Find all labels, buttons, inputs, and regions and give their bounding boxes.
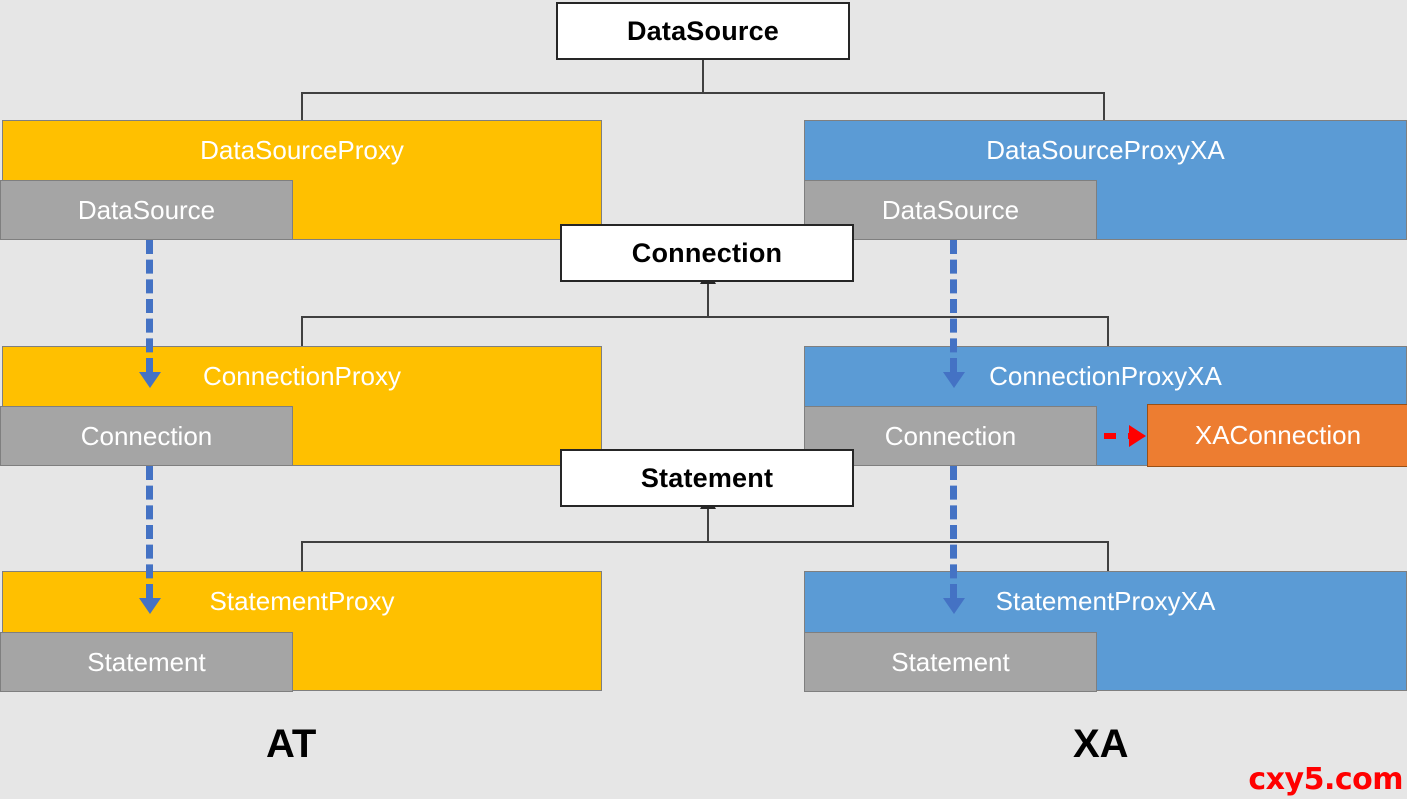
- inheritance-bar-connection: [301, 316, 1109, 318]
- dependency-arrow-head-at-connection: [139, 372, 161, 388]
- inheritance-drop-connection-at: [301, 316, 303, 346]
- member-box-statement-proxy-xa-statement: Statement: [804, 632, 1097, 692]
- group-label-xa: XA: [1073, 722, 1129, 766]
- class-title-statement-proxy: StatementProxy: [209, 585, 395, 616]
- delegate-arrow-line-xa-connection: [1104, 433, 1140, 439]
- dependency-arrow-line-xa-datasource-to-connection: [950, 240, 957, 372]
- inheritance-drop-statement-xa: [1107, 541, 1109, 571]
- dependency-arrow-line-at-datasource-to-connection: [146, 240, 153, 372]
- class-title-connection-proxy-xa: ConnectionProxyXA: [989, 360, 1222, 391]
- inheritance-bar-statement: [301, 541, 1109, 543]
- inheritance-drop-datasource-at: [301, 92, 303, 120]
- delegate-arrow-head-xa-connection: [1129, 425, 1146, 447]
- interface-box-statement[interactable]: Statement: [560, 449, 854, 507]
- class-title-connection-proxy: ConnectionProxy: [203, 360, 401, 391]
- inheritance-drop-statement-at: [301, 541, 303, 571]
- class-box-xa-connection[interactable]: XAConnection: [1147, 404, 1407, 467]
- class-title-datasource-proxy: DataSourceProxy: [200, 134, 404, 165]
- inheritance-stem-connection: [707, 282, 709, 316]
- class-title-datasource-proxy-xa: DataSourceProxyXA: [986, 134, 1225, 165]
- member-box-statement-proxy-statement: Statement: [0, 632, 293, 692]
- inheritance-drop-datasource-xa: [1103, 92, 1105, 120]
- dependency-arrow-head-xa-connection: [943, 372, 965, 388]
- watermark-label: cxy5.com: [1248, 762, 1403, 797]
- inheritance-drop-connection-xa: [1107, 316, 1109, 346]
- group-label-at: AT: [266, 722, 317, 766]
- dependency-arrow-head-xa-statement: [943, 598, 965, 614]
- inheritance-stem-statement: [707, 507, 709, 541]
- dependency-arrow-head-at-statement: [139, 598, 161, 614]
- dependency-arrow-line-xa-connection-to-statement: [950, 466, 957, 598]
- member-box-datasource-proxy-datasource: DataSource: [0, 180, 293, 240]
- class-title-statement-proxy-xa: StatementProxyXA: [995, 585, 1216, 616]
- interface-box-connection[interactable]: Connection: [560, 224, 854, 282]
- member-box-connection-proxy-connection: Connection: [0, 406, 293, 466]
- interface-box-datasource[interactable]: DataSource: [556, 2, 850, 60]
- inheritance-stem-datasource: [702, 60, 704, 94]
- class-box-statement-proxy[interactable]: StatementProxy: [2, 571, 602, 691]
- member-box-connection-proxy-xa-connection: Connection: [804, 406, 1097, 466]
- dependency-arrow-line-at-connection-to-statement: [146, 466, 153, 598]
- inheritance-bar-datasource: [301, 92, 1104, 94]
